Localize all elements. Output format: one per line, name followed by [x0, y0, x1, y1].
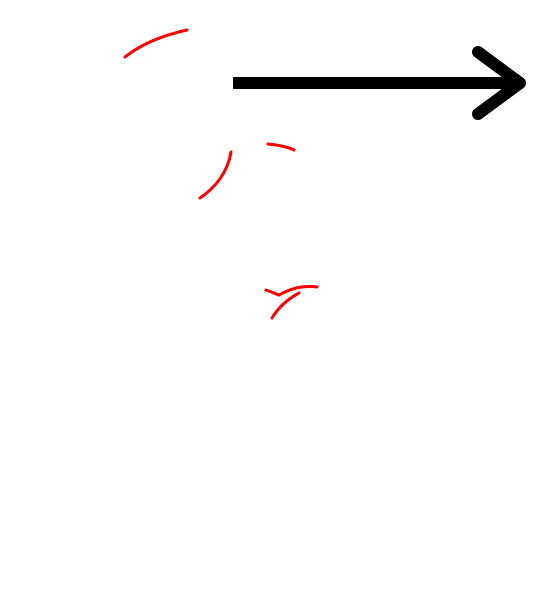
- back-outline: [20, 198, 208, 408]
- accent-mark-1: [125, 30, 187, 57]
- accent-mark-4: [266, 290, 279, 295]
- accent-mark-3: [200, 152, 231, 198]
- inner-arm-outline: [205, 198, 272, 320]
- inner-forearm-outline: [122, 145, 375, 591]
- accent-mark-2: [268, 144, 294, 150]
- accent-mark-6: [272, 293, 299, 318]
